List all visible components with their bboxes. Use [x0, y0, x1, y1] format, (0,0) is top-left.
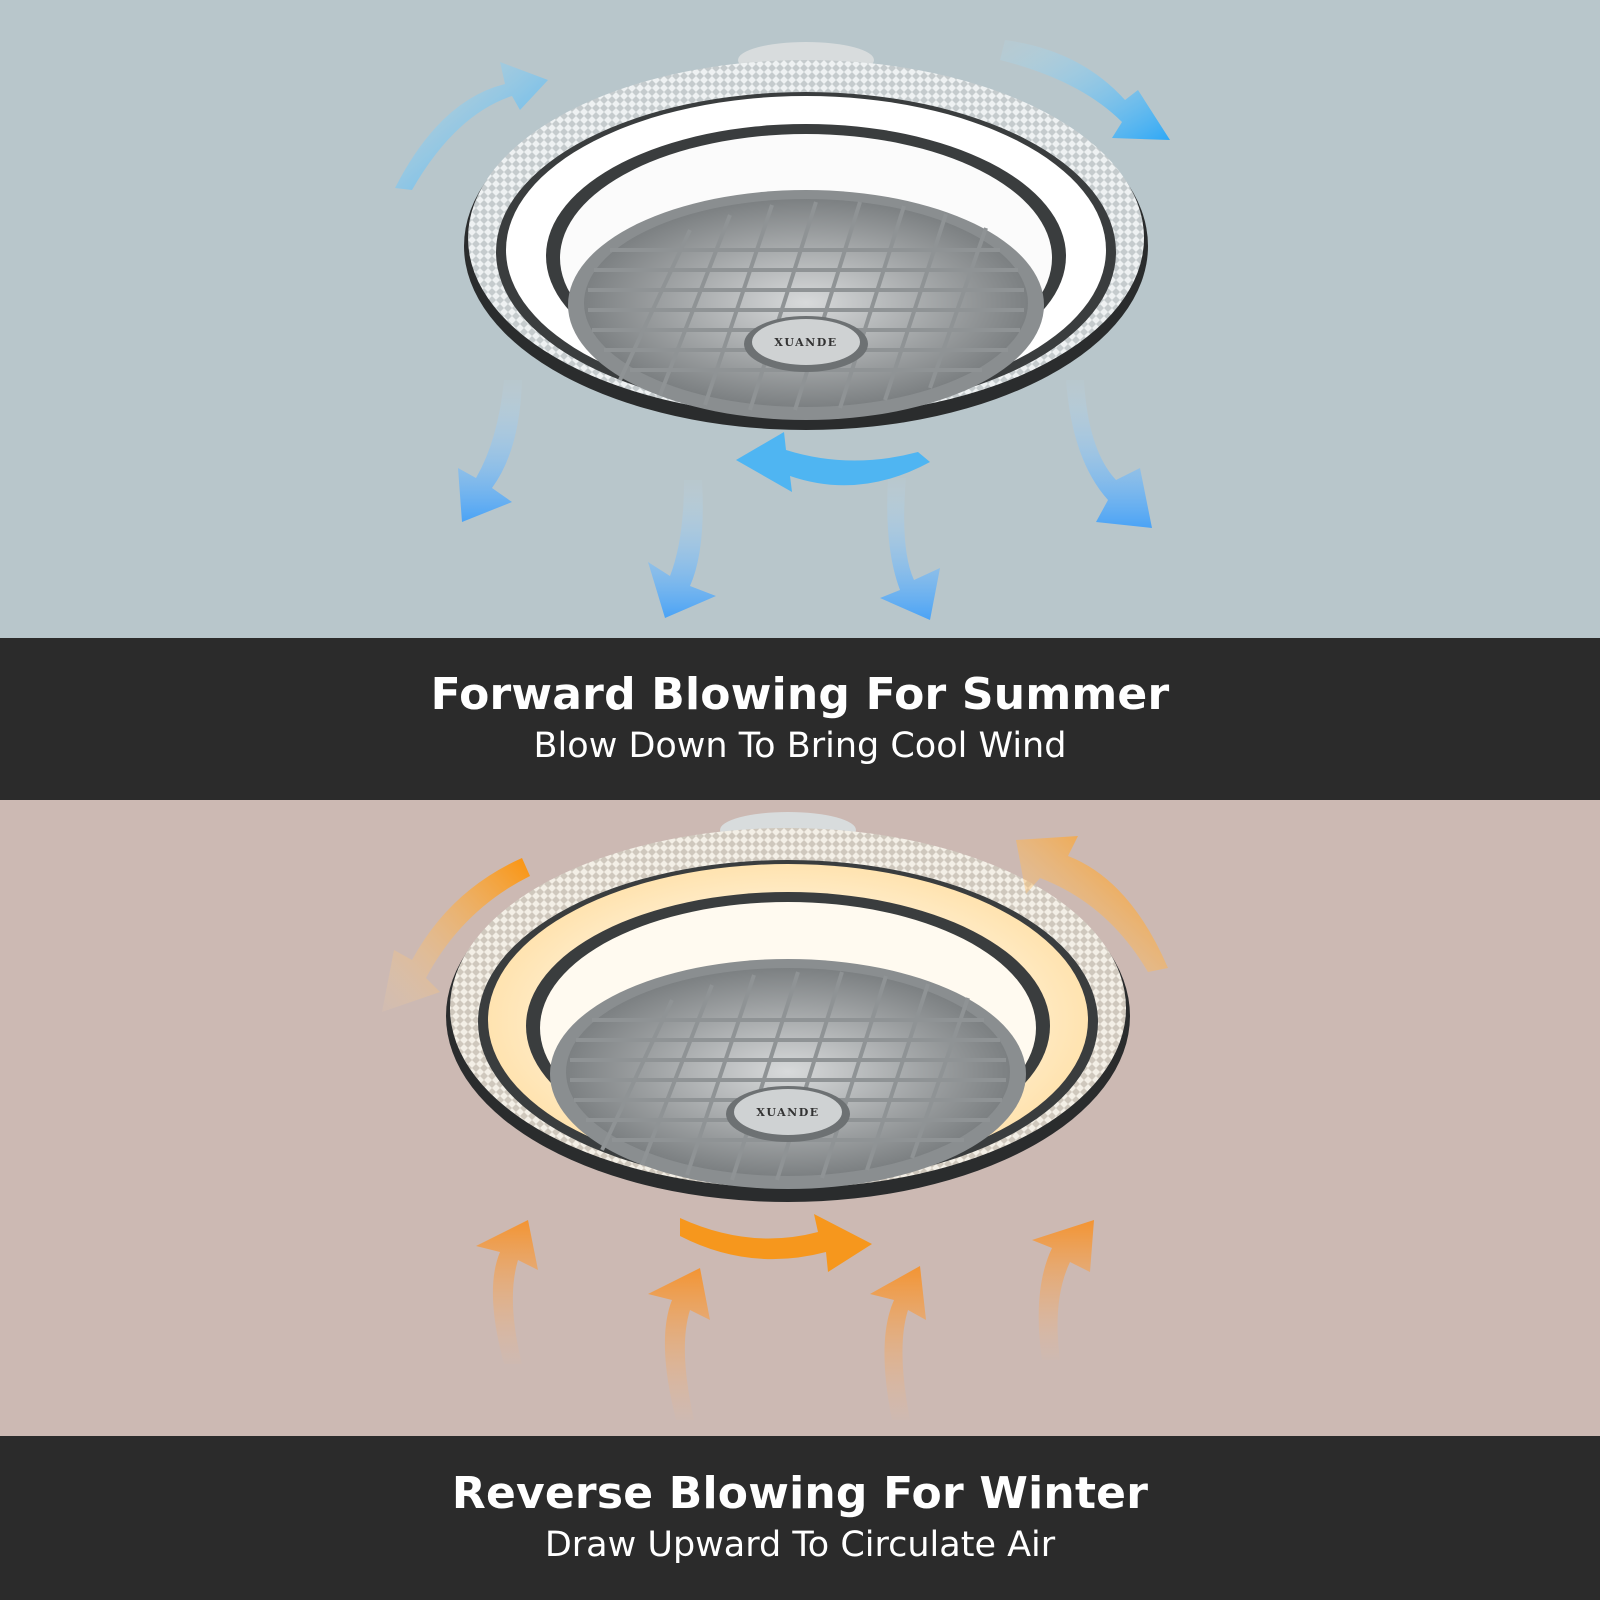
- fan-brand-label: XUANDE: [756, 1106, 819, 1119]
- winter-title: Reverse Blowing For Winter: [451, 1468, 1149, 1519]
- arrow-up-mid-right: [870, 1266, 926, 1420]
- ceiling-fan-winter: XUANDE: [446, 812, 1130, 1202]
- summer-caption-band: Forward Blowing For Summer Blow Down To …: [0, 638, 1600, 800]
- winter-subtitle: Draw Upward To Circulate Air: [544, 1525, 1056, 1565]
- summer-subtitle: Blow Down To Bring Cool Wind: [533, 726, 1067, 766]
- ceiling-fan-summer: XUANDE: [464, 42, 1148, 430]
- fan-brand-label: XUANDE: [774, 336, 837, 349]
- arrow-down-left: [458, 380, 522, 522]
- arrow-up-mid-left: [648, 1268, 710, 1420]
- summer-fan-illustration: XUANDE: [0, 0, 1600, 638]
- arrow-top-right: [1000, 40, 1170, 140]
- summer-title: Forward Blowing For Summer: [430, 669, 1170, 720]
- winter-caption-band: Reverse Blowing For Winter Draw Upward T…: [0, 1436, 1600, 1600]
- winter-fan-illustration: XUANDE: [0, 800, 1600, 1436]
- arrow-down-mid-left: [648, 480, 716, 618]
- arrow-top-left: [395, 62, 548, 190]
- arrow-top-left: [382, 858, 530, 1012]
- summer-scene: XUANDE: [0, 0, 1600, 638]
- arrow-up-right: [1032, 1220, 1094, 1360]
- arrow-top-right: [1016, 836, 1168, 972]
- arrow-up-left: [476, 1220, 538, 1364]
- warm-airflow-arrows: [382, 836, 1168, 1420]
- arrow-down-right: [1066, 380, 1152, 528]
- winter-scene: XUANDE: [0, 800, 1600, 1436]
- arrow-center-swirl: [736, 432, 930, 492]
- arrow-down-mid-right: [880, 478, 940, 620]
- arrow-center-swirl: [680, 1214, 872, 1272]
- cool-airflow-arrows: [395, 40, 1170, 620]
